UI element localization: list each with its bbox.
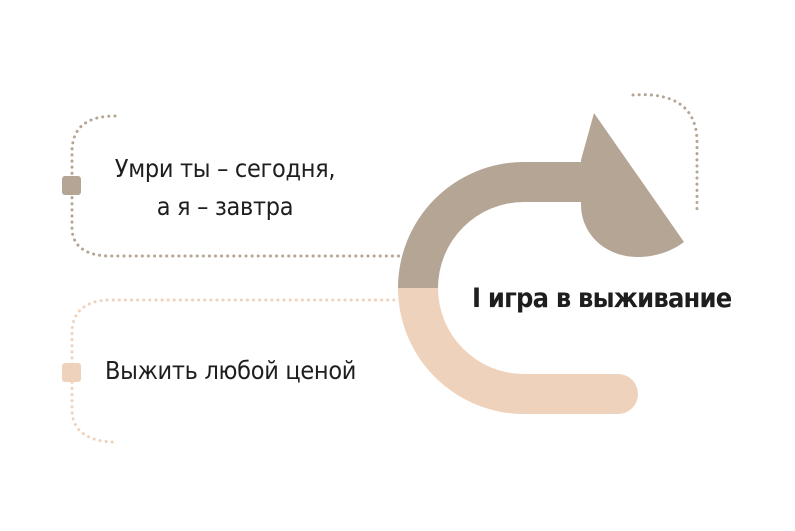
arrow-head: [581, 113, 684, 257]
branch-label-top: Умри ты – сегодня, а я – завтра: [100, 150, 350, 226]
branch-label-top-line-1: Умри ты – сегодня,: [114, 154, 336, 183]
top-bullet-marker: [62, 176, 81, 195]
bottom-bullet-marker: [62, 363, 81, 382]
u-turn-lower-band: [398, 288, 638, 414]
u-turn-upper-band: [398, 162, 586, 288]
diagram-title: I игра в выживание: [472, 283, 732, 314]
branch-label-bottom: Выжить любой ценой: [105, 356, 357, 385]
branch-label-top-line-2: а я – завтра: [156, 192, 294, 221]
